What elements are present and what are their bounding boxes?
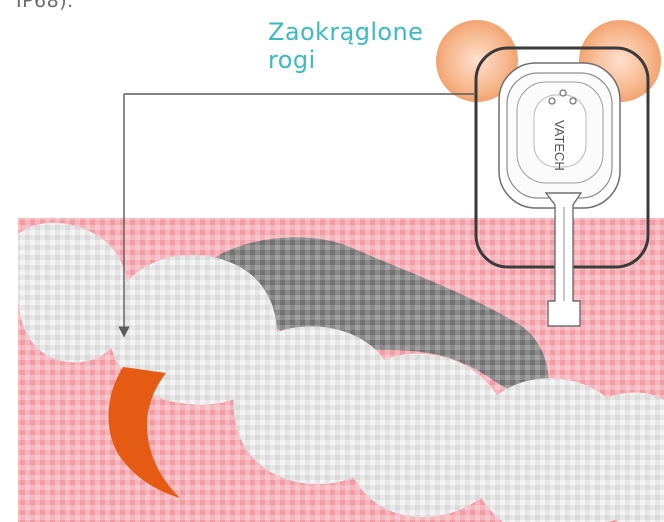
tooth-edge-right <box>599 392 664 522</box>
sensor-dot-icon <box>549 98 555 104</box>
sensor-dot-icon <box>570 98 576 104</box>
sensor-dot-icon <box>560 90 566 96</box>
sensor-brand: VATECH <box>552 120 567 171</box>
